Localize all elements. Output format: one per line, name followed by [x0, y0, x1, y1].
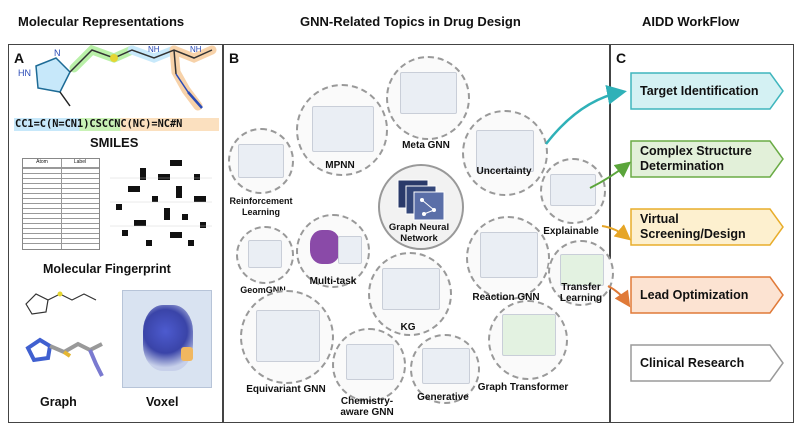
- panel-a-letter: A: [14, 50, 25, 66]
- fingerprint-caption: Molecular Fingerprint: [43, 262, 171, 276]
- left-header: Molecular Representations: [18, 14, 185, 29]
- kg-label: KG: [400, 322, 416, 333]
- label-header: Label: [73, 159, 87, 165]
- graph-caption: Graph: [40, 395, 77, 409]
- workflow-step-clinical-label: Clinical Research: [640, 355, 745, 370]
- workflow-step-screening: Virtual Screening/Design: [630, 208, 784, 246]
- connector-arrows: [545, 84, 632, 308]
- svg-text:HN: HN: [18, 68, 31, 78]
- gnn-layers-icon: [397, 179, 445, 221]
- molecule-structure: HN N NH NH: [18, 44, 217, 111]
- explainable-circle: [540, 158, 606, 224]
- voxel-cube: [122, 290, 212, 388]
- workflow-step-target: Target Identification: [630, 72, 784, 110]
- smiles-highlight: [14, 118, 219, 131]
- transfer-label: Transfer Learning: [559, 282, 603, 304]
- workflow-step-screening-label: Virtual Screening/Design: [640, 212, 746, 241]
- voxel-caption: Voxel: [146, 395, 179, 409]
- panel-a: [8, 44, 223, 423]
- chemistry-aware-label: Chemistry-aware GNN: [340, 396, 394, 418]
- explainable-label: Explainable: [543, 226, 599, 237]
- atom-header: Atom: [36, 159, 48, 165]
- panel-c-letter: C: [616, 50, 627, 66]
- workflow-step-lead: Lead Optimization: [630, 276, 784, 314]
- equivariant-circle: [240, 290, 334, 384]
- svg-text:NH: NH: [190, 45, 202, 54]
- uncertainty-label: Uncertainty: [476, 166, 532, 177]
- geomgnn-circle: [236, 226, 294, 284]
- workflow-step-structure-label: Complex Structure Determination: [640, 144, 752, 173]
- gnn-center-circle: [378, 164, 464, 250]
- reaction-gnn-label: Reaction GNN: [472, 292, 540, 303]
- meta-gnn-circle: [386, 56, 470, 140]
- chemistry-aware-circle: [332, 328, 406, 402]
- reinforcement-label: Reinforcement Learning: [229, 196, 293, 217]
- kg-circle: [368, 252, 452, 336]
- gnn-center-label: Graph Neural Network: [388, 222, 450, 244]
- panel-b: [223, 44, 610, 423]
- generative-circle: [410, 334, 480, 404]
- middle-header: GNN-Related Topics in Drug Design: [300, 14, 521, 29]
- smiles-string: CC1=C(N=CN1)CSCCNC(NC)=NC#N: [15, 118, 183, 130]
- meta-gnn-label: Meta GNN: [402, 140, 450, 151]
- uncertainty-circle: [462, 110, 548, 196]
- svg-text:NH: NH: [148, 45, 160, 54]
- generative-label: Generative: [417, 392, 469, 403]
- graph-molecule: [25, 291, 104, 377]
- equivariant-label: Equivariant GNN: [246, 384, 326, 395]
- reinforcement-circle: [228, 128, 294, 194]
- reaction-gnn-circle: [466, 216, 550, 300]
- workflow-step-clinical: Clinical Research: [630, 344, 784, 382]
- mpnn-circle: [296, 84, 388, 176]
- mpnn-label: MPNN: [325, 160, 355, 171]
- smiles-caption: SMILES: [90, 135, 139, 150]
- transfer-circle: [548, 240, 614, 306]
- panel-b-letter: B: [229, 50, 240, 66]
- graph-transformer-label: Graph Transformer: [477, 382, 569, 393]
- svg-text:N: N: [54, 48, 61, 58]
- geomgnn-label: GeomGNN: [240, 285, 286, 295]
- multitask-label: Multi-task: [309, 276, 357, 287]
- atom-table: Atom Label: [22, 158, 100, 250]
- workflow-step-structure: Complex Structure Determination: [630, 140, 784, 178]
- panel-c: [610, 44, 794, 423]
- workflow-step-target-label: Target Identification: [640, 83, 759, 98]
- multitask-circle: [296, 214, 370, 288]
- fingerprint-matrix: [110, 156, 212, 250]
- graph-transformer-circle: [488, 300, 568, 380]
- right-header: AIDD WorkFlow: [642, 14, 740, 29]
- workflow-step-lead-label: Lead Optimization: [640, 287, 749, 302]
